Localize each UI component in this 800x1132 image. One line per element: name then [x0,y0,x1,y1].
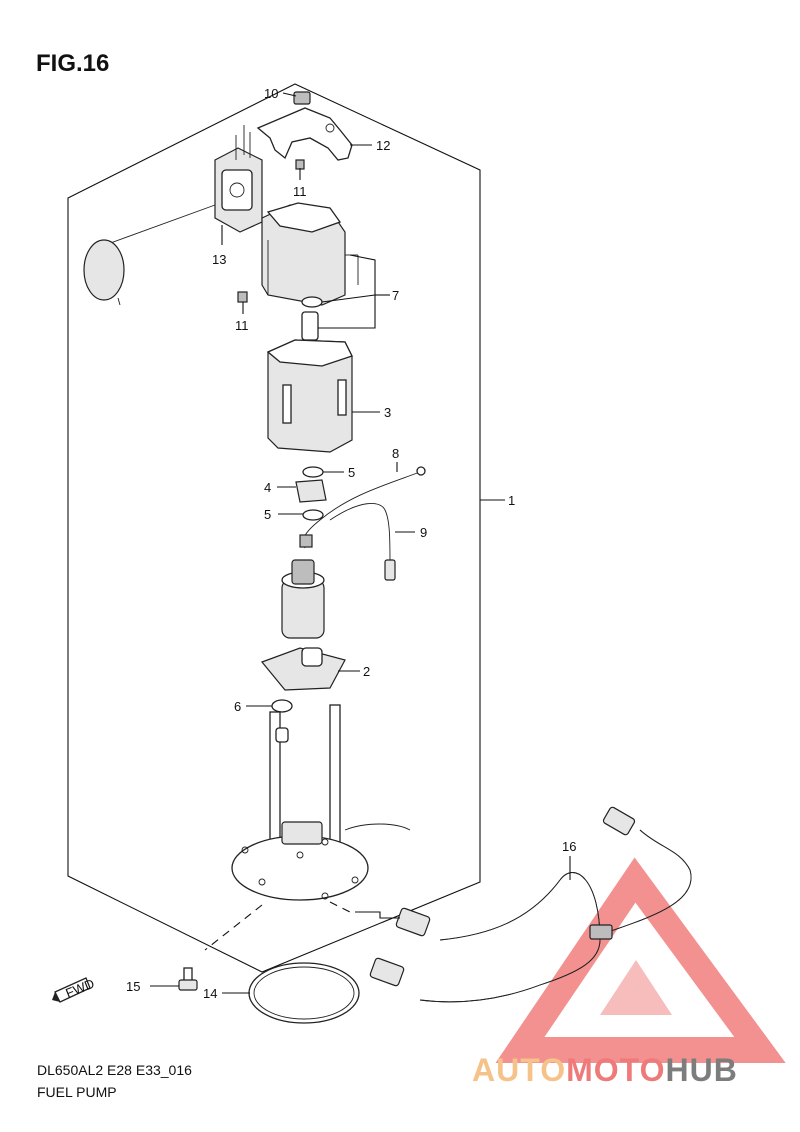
figure-code: DL650AL2 E28 E33_016 [37,1062,192,1078]
pump-base-plate [231,704,411,901]
fuel-pump-motor [281,559,325,639]
callout-2: 2 [363,664,370,679]
callout-7: 7 [392,288,399,303]
watermark-hub: HUB [665,1052,738,1088]
callout-15: 15 [126,979,140,994]
callout-13: 13 [212,252,226,267]
callout-3: 3 [384,405,391,420]
callout-8: 8 [392,446,399,461]
callout-14: 14 [203,986,217,1001]
bracket-12 [237,91,353,303]
watermark-auto: AUTO [472,1052,567,1088]
fwd-arrow: FWD [52,976,97,1003]
fwd-label: FWD [63,976,96,1001]
assembly-outline [67,83,481,973]
callout-1: 1 [508,493,515,508]
callout-12: 12 [376,138,390,153]
leader-lines [150,92,571,994]
wire-harness [299,466,426,581]
pump-cover-7 [261,202,359,308]
fuel-level-gauge [83,125,263,306]
filter-housing-3 [266,311,353,453]
callout-16: 16 [562,839,576,854]
watermark-text: AUTOMOTOHUB [472,1052,738,1089]
hose-assembly-16 [369,806,692,1003]
callout-11-lower: 11 [235,318,249,333]
callout-5-lower: 5 [264,507,271,522]
o-ring-6 [271,699,293,713]
callout-6: 6 [234,699,241,714]
callout-5-upper: 5 [348,465,355,480]
gasket-14 [248,962,360,1024]
callout-10: 10 [264,86,278,101]
strainer-2 [261,647,346,691]
figure-name: FUEL PUMP [37,1084,117,1100]
callout-4: 4 [264,480,271,495]
watermark-moto: MOTO [566,1052,666,1088]
callout-9: 9 [420,525,427,540]
watermark-logo [495,857,786,1063]
callout-11-upper: 11 [293,184,307,199]
figure-title: FIG.16 [36,50,110,77]
regulator-4 [295,466,327,521]
bolt-15 [178,967,198,991]
callout-labels: 10 12 11 13 11 7 3 5 4 5 1 8 9 2 6 16 14… [126,86,576,1001]
